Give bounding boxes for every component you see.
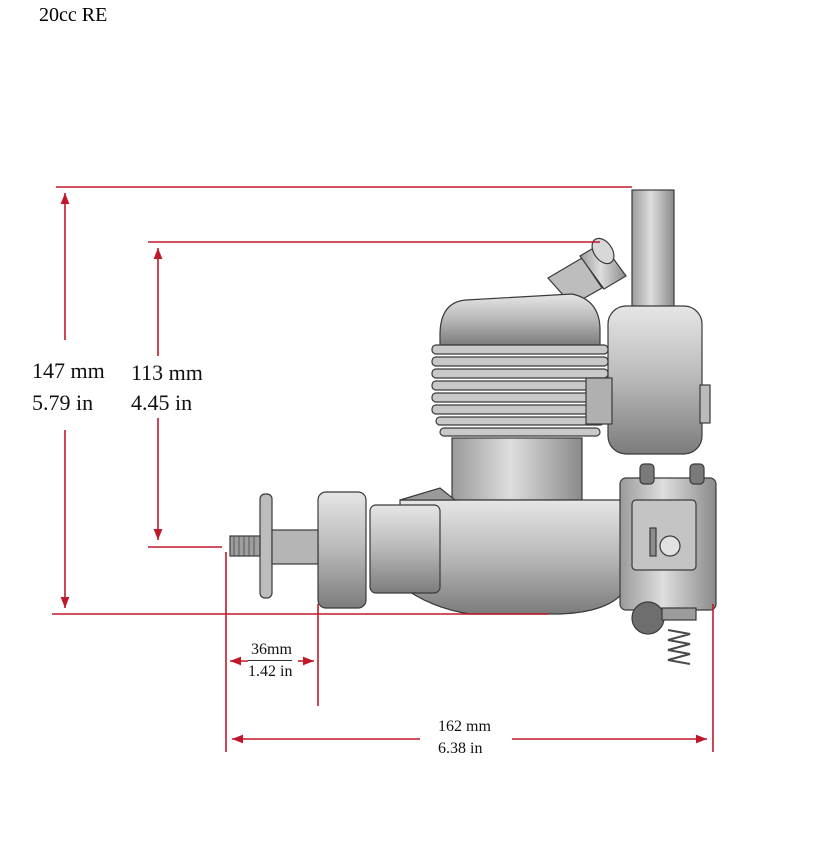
engine-illustration (229, 189, 717, 665)
shaft-length-mm: 36mm (251, 641, 292, 658)
throttle-arm (631, 601, 665, 635)
muffler (607, 305, 703, 455)
shaft-length-in: 1.42 in (248, 660, 293, 683)
prop-hub (317, 491, 367, 609)
overall-height-in: 5.79 in (32, 390, 94, 415)
overall-height-mm: 147 mm (32, 358, 105, 383)
exhaust-pipe (631, 189, 675, 317)
mount-flange (399, 487, 457, 501)
cylinder-head (439, 293, 601, 346)
dimension-lines (52, 186, 714, 752)
prop-washer (259, 493, 273, 599)
overall-length-in: 6.38 in (438, 740, 483, 757)
cylinder-body (451, 437, 583, 501)
threaded-shaft (229, 535, 261, 557)
overall-length-mm: 162 mm (438, 718, 491, 735)
cooling-fins (431, 344, 609, 437)
choke-spring (661, 607, 697, 665)
cylinder-height-in: 4.45 in (131, 390, 193, 415)
intake-tube (547, 237, 627, 306)
page-title: 20cc RE (39, 4, 108, 26)
shaft-housing (369, 504, 441, 594)
cylinder-height-mm: 113 mm (131, 360, 203, 385)
